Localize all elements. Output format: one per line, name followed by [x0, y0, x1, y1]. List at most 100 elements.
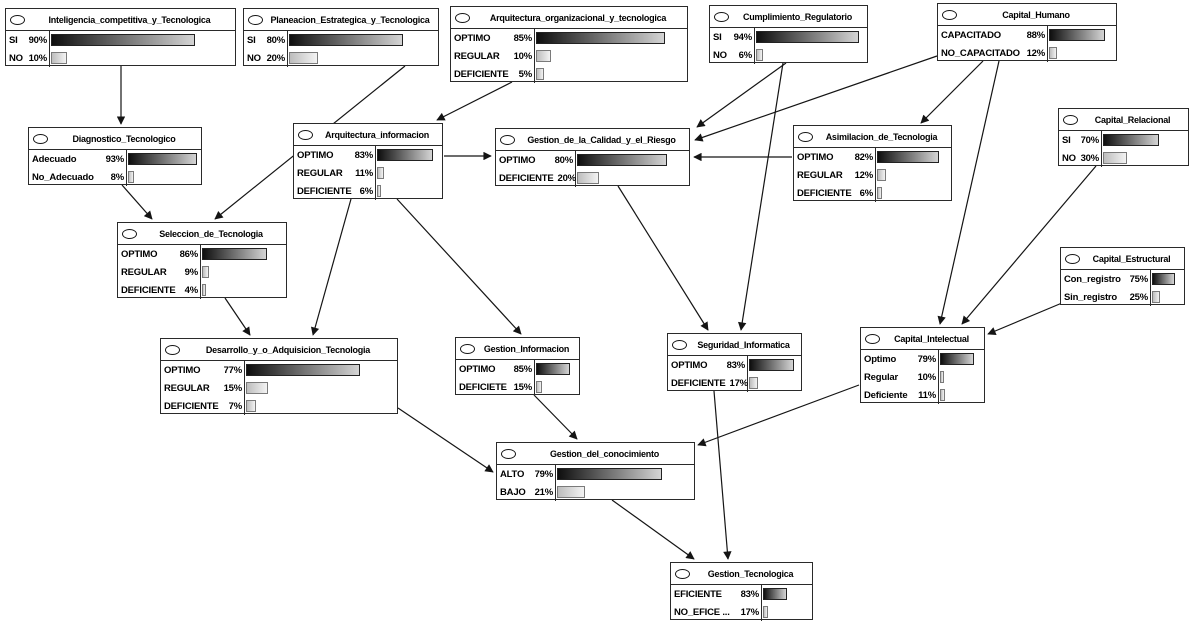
node-title: Gestion_Informacion [483, 343, 570, 354]
edge-seguridad_informatica-to-gestion_tecnologica [713, 390, 732, 560]
node-title-bar: Seguridad_Informatica [668, 334, 801, 356]
probability-bar [377, 149, 433, 161]
probability-bar [536, 363, 570, 375]
node-oval-icon [33, 133, 48, 144]
probability-bar [377, 167, 384, 179]
edge-capital_estructural-to-capital_intelectual [987, 302, 1063, 335]
node-title: Capital_Estructural [1092, 253, 1171, 264]
probability-bar [877, 169, 886, 181]
node-oval-icon [798, 131, 813, 142]
probability-bar [557, 468, 662, 480]
state-percentage: 9% [184, 266, 199, 278]
state-percentage: 86% [179, 248, 199, 260]
node-title-bar: Desarrollo_y_o_Adquisicion_Tecnologia [161, 339, 397, 361]
node-title: Inteligencia_competitiva_y_Tecnologica [48, 14, 211, 25]
state-percentage: 11% [355, 167, 373, 179]
probability-bar [1152, 291, 1160, 303]
state-label: OPTIMO [797, 151, 834, 163]
state-label: REGULAR [164, 382, 210, 394]
node-title-bar: Gestion_del_conocimiento [497, 443, 694, 465]
node-oval-icon [501, 448, 516, 459]
state-label: REGULAR [121, 266, 167, 278]
probability-bar [877, 187, 882, 199]
probability-bar [202, 266, 209, 278]
node-arquitectura_organizacional_y_tecnologica[interactable]: Arquitectura_organizacional_y_tecnologic… [450, 6, 688, 83]
probability-bar [763, 606, 768, 618]
state-percentage: 20% [266, 52, 286, 64]
state-percentage: 5% [518, 68, 533, 80]
node-title-bar: Asimilacion_de_Tecnologia [794, 126, 951, 148]
state-label: NO_EFICE ... [674, 606, 730, 618]
state-percentage: 70% [1080, 134, 1100, 146]
node-title: Desarrollo_y_o_Adquisicion_Tecnologia [205, 344, 371, 355]
state-label: DEFICIENTE [671, 377, 726, 389]
state-percentage: 88% [1026, 29, 1046, 41]
probability-bar [763, 588, 787, 600]
state-percentage: 85% [513, 32, 533, 44]
probability-bar [749, 359, 794, 371]
node-oval-icon [500, 134, 515, 145]
node-title-bar: Diagnostico_Tecnologico [29, 128, 201, 150]
state-percentage: 6% [859, 187, 874, 199]
state-label: OPTIMO [121, 248, 158, 260]
state-label: Adecuado [32, 153, 77, 165]
probability-bar [536, 68, 544, 80]
probability-bar [1103, 152, 1127, 164]
probability-bar [536, 50, 551, 62]
node-title-bar: Inteligencia_competitiva_y_Tecnologica [6, 9, 235, 31]
probability-bar [246, 364, 360, 376]
state-label: Sin_registro [1064, 291, 1118, 303]
state-label: SI [713, 31, 722, 43]
node-oval-icon [248, 14, 263, 25]
state-percentage: 12% [1026, 47, 1046, 59]
node-title: Asimilacion_de_Tecnologia [825, 131, 938, 142]
probability-bar [940, 371, 944, 383]
state-label-column: OPTIMO 86% [118, 245, 201, 263]
state-percentage: 6% [359, 185, 374, 197]
probability-row: CAPACITADO 88% [938, 26, 1116, 44]
node-title-bar: Capital_Estructural [1061, 248, 1184, 270]
state-label: Con_registro [1064, 273, 1121, 285]
state-label: CAPACITADO [941, 29, 1001, 41]
node-title-bar: Cumplimiento_Regulatorio [710, 6, 867, 28]
probability-bar [128, 171, 134, 183]
state-percentage: 90% [28, 34, 48, 46]
state-label: Deficiente [864, 389, 908, 401]
